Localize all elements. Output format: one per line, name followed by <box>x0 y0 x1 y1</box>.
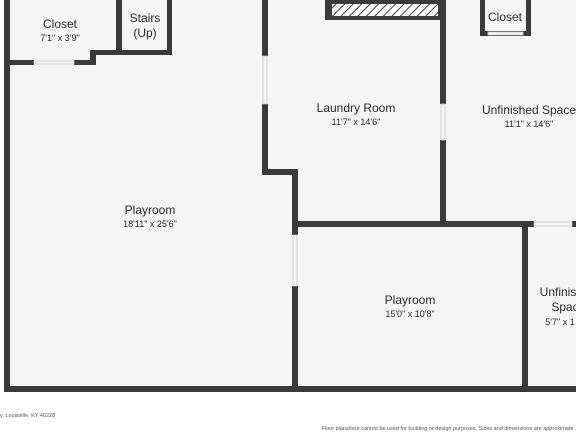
wall-closet-left-bottom-b <box>74 60 96 65</box>
wall-laundry-left-b <box>262 104 268 174</box>
wall-closet-left-jog <box>90 50 96 65</box>
wall-laundry-right-b <box>440 140 446 227</box>
footer-disclaimer: Floor plans/tour cannot be used for buil… <box>322 426 576 432</box>
wall-unfinished-bottom-right <box>572 221 576 227</box>
closet-left-name: Closet <box>43 17 78 31</box>
footer-address: y, Louisville, KY 40228 <box>0 413 55 419</box>
unfinished-top-name: Unfinished Space <box>482 103 576 117</box>
laundry-door <box>262 55 268 105</box>
playroom-main-name: Playroom <box>125 203 176 217</box>
wall-closet-left-bottom-a <box>4 60 34 65</box>
wall-stairs-right <box>167 0 172 55</box>
wall-closet-right-left <box>480 0 485 36</box>
unfinished-bottom-name-line1: Unfinis <box>540 285 576 299</box>
unfinished-bottom-dimensions: 5'7" x 1 <box>545 317 574 327</box>
laundry-top-hatch <box>332 4 438 16</box>
unfinished-door <box>440 103 446 141</box>
closet-right-door <box>487 31 524 36</box>
playroom-main-dimensions: 18'11" x 25'6" <box>123 219 177 229</box>
room-labels: Closet 7'1" x 3'9" Stairs (Up) Closet La… <box>40 10 576 327</box>
wall-playroom-divider-b <box>292 286 298 392</box>
wall-outer-bottom <box>4 386 576 392</box>
wall-playroom-divider-a <box>292 169 298 235</box>
laundry-dimensions: 11'7" x 14'6" <box>332 117 381 127</box>
laundry-name: Laundry Room <box>317 101 396 115</box>
stairs-name-line2: (Up) <box>133 26 156 40</box>
playroom-lower-name: Playroom <box>385 293 436 307</box>
closet-right-name: Closet <box>488 10 523 24</box>
wall-laundry-left-a <box>262 0 268 56</box>
playroom-divider-door <box>292 234 298 287</box>
closet-left-dimensions: 7'1" x 3'9" <box>40 33 79 43</box>
openings <box>33 31 573 287</box>
wall-stairs-left <box>116 0 122 55</box>
playroom-lower-dimensions: 15'0" x 10'8" <box>385 309 434 319</box>
wall-laundry-right-a <box>440 0 446 104</box>
wall-closet-right-right <box>526 0 531 36</box>
unfinished-bottom-name-line2: Spac <box>551 300 576 314</box>
wall-laundry-step <box>262 169 298 175</box>
unfinished-bottom-door <box>533 221 573 227</box>
floor-area <box>6 0 576 388</box>
wall-unfinished-bottom-left <box>522 221 528 392</box>
wall-laundry-bottom <box>292 221 534 227</box>
wall-stairs-bottom <box>90 50 172 55</box>
wall-outer-left <box>4 0 10 392</box>
closet-left-door <box>33 60 75 65</box>
stairs-name-line1: Stairs <box>130 11 161 25</box>
unfinished-top-dimensions: 11'1" x 14'6" <box>505 119 554 129</box>
